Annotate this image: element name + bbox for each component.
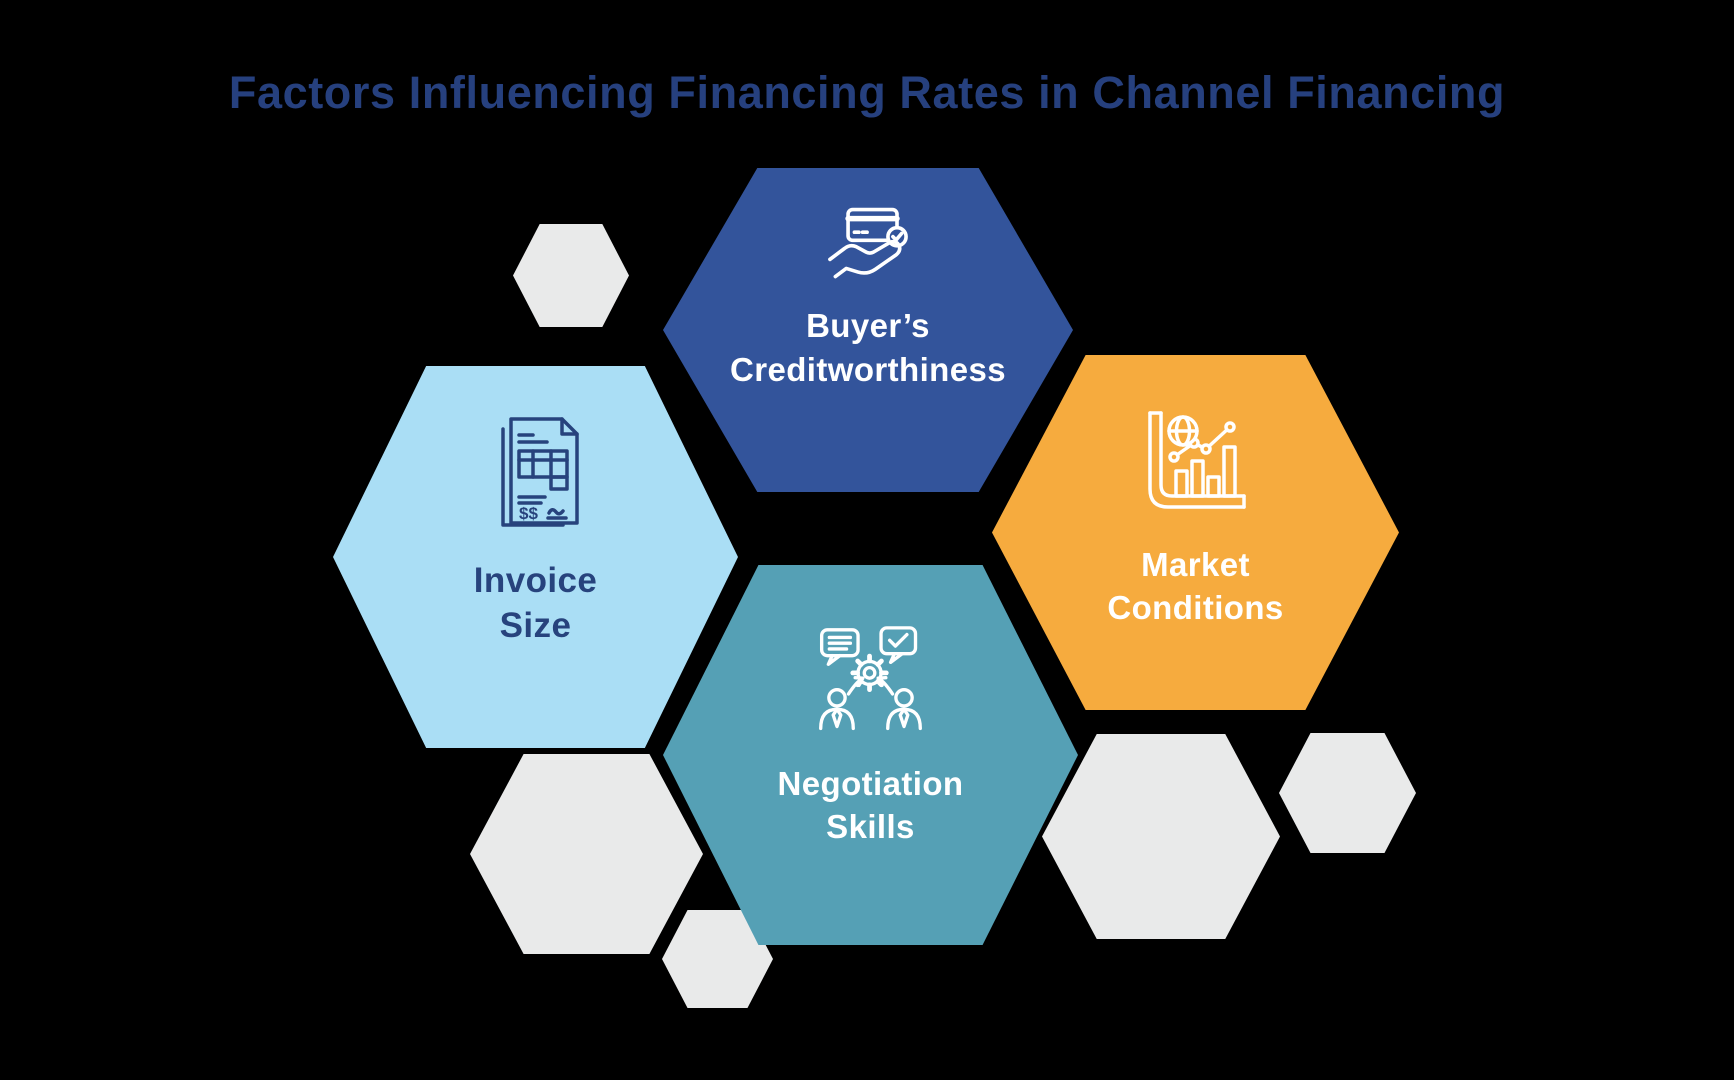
hexagon-label: Negotiation Skills xyxy=(778,762,964,848)
decorative-hexagon xyxy=(513,224,629,327)
invoice-document-icon: $$ xyxy=(486,413,586,533)
negotiation-discussion-icon xyxy=(808,625,933,738)
hexagon-label-line2: Skills xyxy=(826,808,915,845)
hexagon-label-line1: Buyer’s xyxy=(806,307,930,344)
page-title: Factors Influencing Financing Rates in C… xyxy=(228,67,1506,118)
hexagon-label: Buyer’s Creditworthiness xyxy=(730,304,1006,392)
invoice-dollar-text: $$ xyxy=(519,504,538,523)
hexagon-label-line2: Conditions xyxy=(1107,589,1284,626)
hexagon-label: Market Conditions xyxy=(1107,543,1283,629)
hexagon-negotiation-skills: Negotiation Skills xyxy=(663,565,1078,945)
hexagon-label-line2: Size xyxy=(499,606,572,645)
hexagon-label-line1: Invoice xyxy=(473,561,598,600)
hexagon-label: Invoice Size xyxy=(474,558,597,648)
hexagon-buyers-creditworthiness: Buyer’s Creditworthiness xyxy=(663,168,1073,492)
market-growth-chart-icon xyxy=(1138,407,1253,519)
hexagon-label-line1: Market xyxy=(1141,546,1250,583)
hexagon-label-line1: Negotiation xyxy=(777,765,964,802)
decorative-hexagon xyxy=(1279,733,1416,853)
decorative-hexagon xyxy=(1042,734,1280,939)
hexagon-invoice-size: $$ Invoice Size xyxy=(333,366,738,748)
credit-card-hand-icon xyxy=(817,205,919,292)
hexagon-label-line2: Creditworthiness xyxy=(730,351,1006,388)
hexagon-market-conditions: Market Conditions xyxy=(992,355,1399,710)
decorative-hexagon xyxy=(470,754,703,954)
